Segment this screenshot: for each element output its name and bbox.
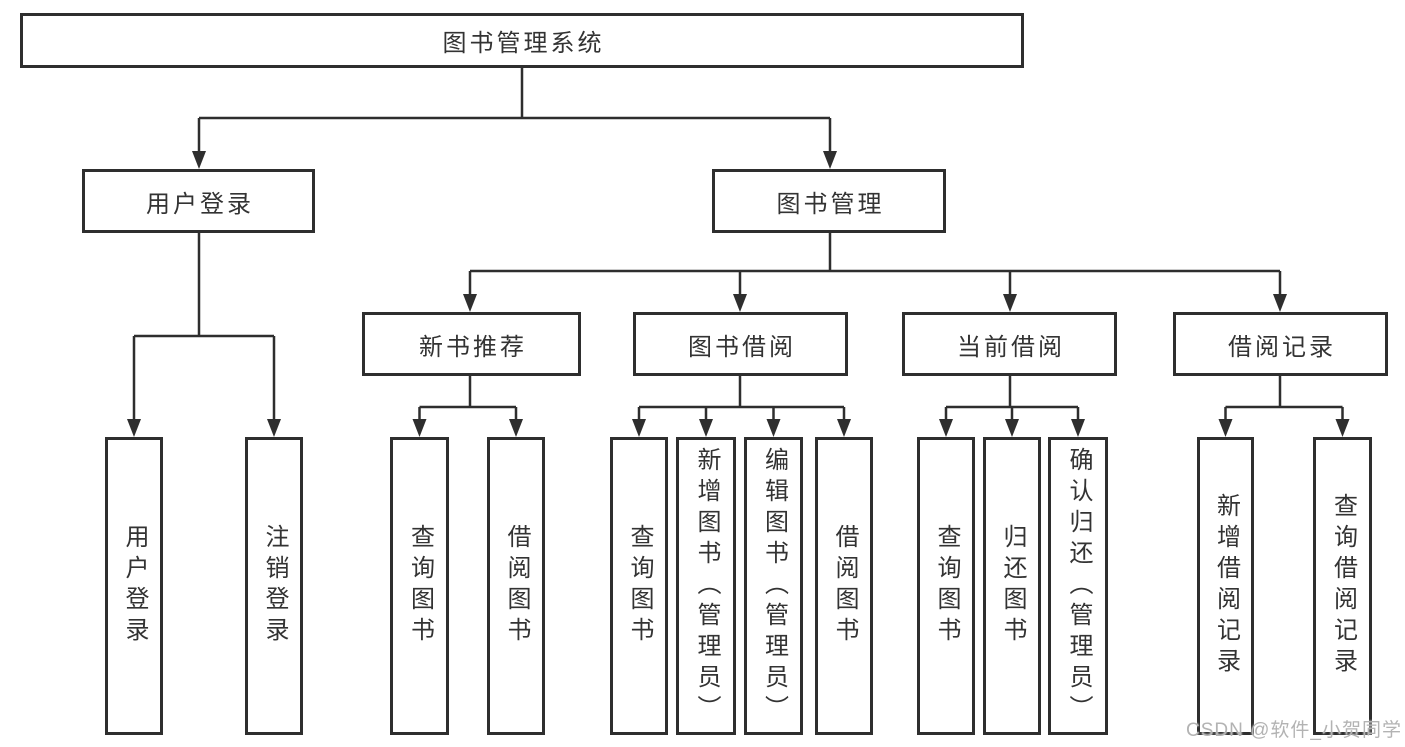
- node-new-book-recommend-label: 新书推荐: [419, 333, 527, 361]
- arrowheads: [127, 151, 1350, 437]
- leaf-add-borrow-record: 新增借阅记录: [1197, 437, 1254, 735]
- leaf-query-books-current-label: 查询图书: [933, 524, 960, 648]
- node-root: 图书管理系统: [20, 13, 1024, 68]
- leaf-return-books: 归还图书: [983, 437, 1041, 735]
- node-book-borrow-label: 图书借阅: [688, 333, 796, 361]
- leaf-edit-books-admin: 编辑图书（管理员）: [744, 437, 803, 735]
- leaf-borrow-books-recommend-label: 借阅图书: [503, 524, 530, 648]
- node-new-book-recommend: 新书推荐: [362, 312, 581, 376]
- watermark-text: CSDN @软件_小贺同学: [1186, 720, 1402, 741]
- leaf-query-books-recommend-label: 查询图书: [406, 524, 434, 648]
- leaf-confirm-return-admin: 确认归还（管理员）: [1048, 437, 1108, 735]
- leaf-query-books-borrow: 查询图书: [610, 437, 668, 735]
- node-current-borrow: 当前借阅: [902, 312, 1117, 376]
- leaf-query-borrow-record-label: 查询借阅记录: [1329, 493, 1357, 679]
- leaf-return-books-label: 归还图书: [999, 524, 1026, 648]
- node-borrow-records-label: 借阅记录: [1228, 333, 1336, 361]
- leaf-add-books-admin: 新增图书（管理员）: [676, 437, 736, 735]
- node-book-management: 图书管理: [712, 169, 946, 233]
- node-book-management-label: 图书管理: [776, 190, 885, 218]
- leaf-borrow-books: 借阅图书: [815, 437, 873, 735]
- node-borrow-records: 借阅记录: [1173, 312, 1388, 376]
- leaf-add-books-admin-label: 新增图书（管理员）: [693, 446, 720, 726]
- node-book-borrow: 图书借阅: [633, 312, 848, 376]
- leaf-edit-books-admin-label: 编辑图书（管理员）: [760, 446, 788, 726]
- leaf-query-books-borrow-label: 查询图书: [626, 524, 653, 648]
- leaf-logout: 注销登录: [245, 437, 303, 735]
- node-user-login: 用户登录: [82, 169, 315, 233]
- node-user-login-label: 用户登录: [146, 190, 254, 218]
- leaf-query-borrow-record: 查询借阅记录: [1313, 437, 1372, 735]
- leaf-query-books-recommend: 查询图书: [390, 437, 449, 735]
- leaf-confirm-return-admin-label: 确认归还（管理员）: [1065, 446, 1092, 726]
- leaf-user-login-label: 用户登录: [121, 524, 148, 648]
- leaf-borrow-books-label: 借阅图书: [831, 524, 858, 648]
- leaf-borrow-books-recommend: 借阅图书: [487, 437, 545, 735]
- leaf-add-borrow-record-label: 新增借阅记录: [1212, 493, 1240, 679]
- node-root-label: 图书管理系统: [442, 30, 605, 57]
- leaf-logout-label: 注销登录: [261, 524, 288, 648]
- leaf-user-login: 用户登录: [105, 437, 163, 735]
- node-current-borrow-label: 当前借阅: [957, 333, 1065, 361]
- leaf-query-books-current: 查询图书: [917, 437, 975, 735]
